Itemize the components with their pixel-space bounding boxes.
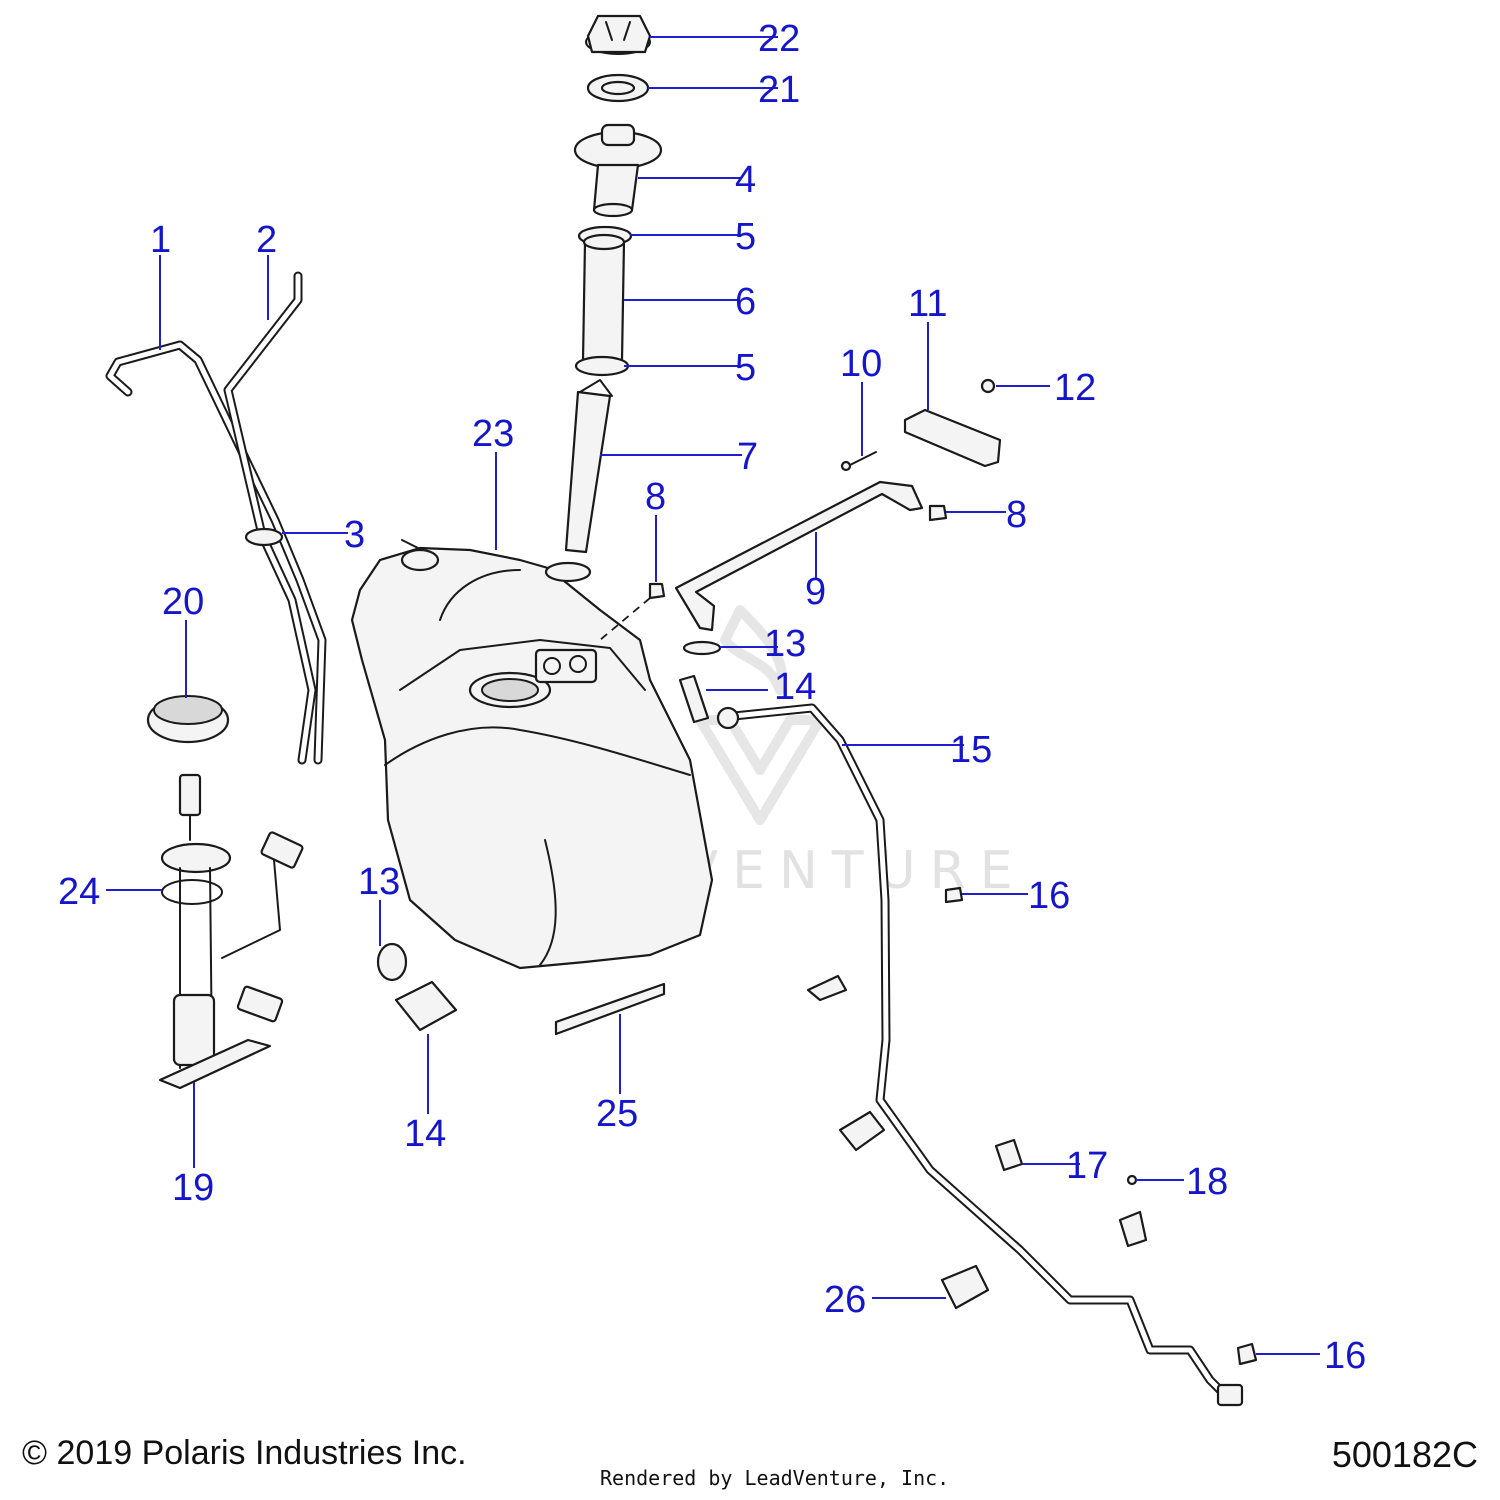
tank-pad: [554, 982, 666, 1036]
callout-25: 25: [596, 1093, 638, 1135]
cap-gasket: [586, 73, 650, 103]
filler-tube: [564, 379, 613, 554]
copyright-notice: © 2019 Polaris Industries Inc.: [22, 1434, 467, 1472]
pump-lock-ring: [146, 695, 230, 744]
fuel-cap: [585, 14, 652, 55]
callout-14-lower: 14: [404, 1113, 446, 1155]
vent-hose-1: [105, 340, 327, 765]
callout-26: 26: [824, 1279, 866, 1321]
callout-19: 19: [172, 1167, 214, 1209]
callout-8-right: 8: [1006, 494, 1027, 536]
clip-16-upper: [944, 886, 964, 904]
callout-12: 12: [1054, 367, 1096, 409]
callout-23: 23: [472, 413, 514, 455]
clamp-17: [994, 1138, 1024, 1172]
callout-5-upper: 5: [735, 216, 756, 258]
line-clamp-b: [838, 1110, 886, 1152]
hose-clamp-lower: [574, 355, 630, 377]
callout-1: 1: [150, 219, 171, 261]
clip-16-lower: [1236, 1342, 1258, 1366]
line-clamp-a: [806, 974, 848, 1002]
bracket: [903, 408, 1002, 468]
callout-9: 9: [805, 571, 826, 613]
o-ring-upper: [682, 640, 722, 656]
rendered-by-credit: Rendered by LeadVenture, Inc.: [600, 1466, 950, 1490]
fuel-tank: [350, 539, 714, 970]
mounting-bolt-8-right: [928, 504, 948, 522]
callouts: 22 21 4 5 6 5 7 1 2 3 23 11 10 12 8 8 9 …: [58, 18, 1366, 1377]
callout-24: 24: [58, 871, 100, 913]
fuel-line: [716, 703, 1244, 1407]
callout-7: 7: [737, 436, 758, 478]
mounting-bolt-10: [840, 451, 877, 472]
callout-17: 17: [1066, 1145, 1108, 1187]
screw-18: [1126, 1174, 1138, 1186]
pad-upper: [678, 674, 710, 724]
callout-5-lower: 5: [735, 347, 756, 389]
leader-lines: [106, 36, 1320, 1355]
callout-15: 15: [950, 729, 992, 771]
mounting-bolt-8-left: [648, 582, 666, 600]
callout-18: 18: [1186, 1161, 1228, 1203]
callout-14-upper: 14: [774, 666, 816, 708]
diagram-code: 500182C: [1331, 1434, 1478, 1475]
filler-hose: [581, 233, 626, 362]
callout-16-upper: 16: [1028, 875, 1070, 917]
pad-lower: [394, 980, 458, 1032]
callout-10: 10: [840, 343, 882, 385]
callout-21: 21: [758, 69, 800, 111]
callout-4: 4: [735, 159, 756, 201]
callout-13-upper: 13: [764, 623, 806, 665]
tank-strap: [674, 480, 924, 632]
pump-seal: [161, 879, 223, 905]
callout-6: 6: [735, 281, 756, 323]
clamp-right: [1118, 1210, 1148, 1248]
filler-neck: [573, 123, 663, 218]
callout-13-lower: 13: [358, 861, 400, 903]
callout-8-left: 8: [645, 476, 666, 518]
hose-clip: [244, 527, 284, 547]
callout-20: 20: [162, 581, 204, 623]
clamp-26: [940, 1264, 990, 1310]
callout-3: 3: [344, 514, 365, 556]
callout-22: 22: [758, 18, 800, 60]
o-ring-lower: [376, 942, 408, 982]
alignment-line: [599, 597, 651, 641]
fuel-pump-assembly: [158, 773, 304, 1090]
callout-2: 2: [256, 219, 277, 261]
nut: [980, 378, 996, 394]
callout-11: 11: [908, 283, 947, 325]
callout-16-lower: 16: [1324, 1335, 1366, 1377]
